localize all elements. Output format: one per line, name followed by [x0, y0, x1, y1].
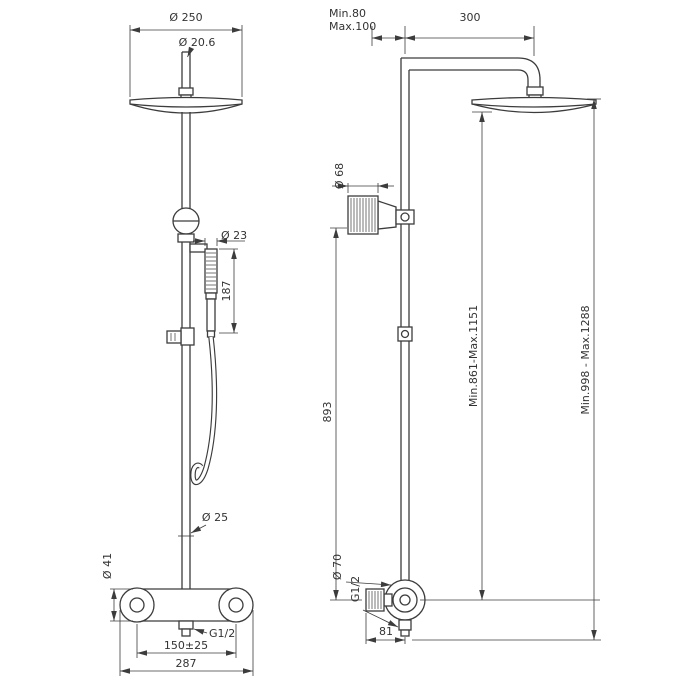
shower-head-side: [471, 96, 597, 114]
mixer-valve-side: [365, 579, 426, 637]
shower-head-front: [129, 96, 243, 114]
front-view: Ø 250 Ø 20.6 Ø 23 187 Ø 25: [101, 11, 254, 676]
label-overall-width: 287: [176, 657, 197, 670]
dim-head-diameter: Ø 250: [129, 11, 243, 97]
dim-arm-reach: 300: [405, 11, 535, 56]
dim-handshower-length: 187: [219, 248, 238, 334]
label-outlet-thread-front: G1/2: [209, 627, 235, 640]
label-outlet-thread-side: G1/2: [349, 576, 362, 602]
dim-inlet-spacing: 150±25: [136, 624, 237, 658]
dim-height-overall: Min.998 - Max.1288: [412, 98, 601, 641]
dim-riser-length: 893: [321, 227, 362, 601]
hand-shower-front: [204, 248, 218, 338]
label-valve-diameter-side: Ø 70: [331, 554, 344, 580]
diverter-knob-front: [172, 207, 200, 243]
label-wall-min: Min.80: [329, 7, 366, 20]
slider-clamp-side: [397, 326, 413, 342]
dim-height-head-underside: Min.861-Max.1151: [420, 111, 600, 601]
hand-shower-side: [347, 195, 415, 235]
slider-clamp-front: [166, 327, 195, 346]
label-riser-length: 893: [321, 402, 334, 423]
handshower-bracket-front: [189, 243, 208, 253]
dim-valve-body-diameter: Ø 41: [101, 553, 133, 622]
dim-handshower-diameter: Ø 23: [193, 229, 247, 246]
label-valve-body-diameter: Ø 41: [101, 553, 114, 579]
label-height-overall: Min.998 - Max.1288: [579, 305, 592, 414]
dim-handshower-head-diameter: Ø 68: [332, 163, 394, 193]
label-inlet-spacing: 150±25: [164, 639, 208, 652]
dim-overall-width: 287: [119, 610, 254, 676]
label-head-diameter: Ø 250: [169, 11, 202, 24]
label-wall-max: Max.100: [329, 20, 376, 33]
dim-riser-diameter: Ø 25: [190, 511, 228, 534]
mixer-valve-front: [119, 587, 254, 637]
dim-top-pipe-diameter: Ø 20.6: [179, 36, 216, 58]
dim-outlet-thread-front: G1/2: [193, 627, 235, 640]
dim-outlet-thread-side: G1/2: [349, 576, 399, 628]
label-valve-depth: 81: [379, 625, 393, 638]
label-height-head-underside: Min.861-Max.1151: [467, 305, 480, 407]
shower-hose: [190, 336, 218, 486]
dim-valve-depth: 81: [365, 613, 406, 644]
label-handshower-length: 187: [220, 281, 233, 302]
dim-wall-distance: Min.80 Max.100: [329, 7, 406, 54]
label-handshower-diameter: Ø 23: [221, 229, 247, 242]
side-view: Min.80 Max.100 300 Ø 68 893: [321, 7, 601, 644]
dim-valve-diameter-side: Ø 70: [331, 554, 392, 588]
label-top-pipe-diameter: Ø 20.6: [179, 36, 216, 49]
label-riser-diameter: Ø 25: [202, 511, 228, 524]
riser-pipe-front: [178, 51, 194, 589]
label-handshower-head-diameter: Ø 68: [333, 163, 346, 189]
label-arm-reach: 300: [460, 11, 481, 24]
